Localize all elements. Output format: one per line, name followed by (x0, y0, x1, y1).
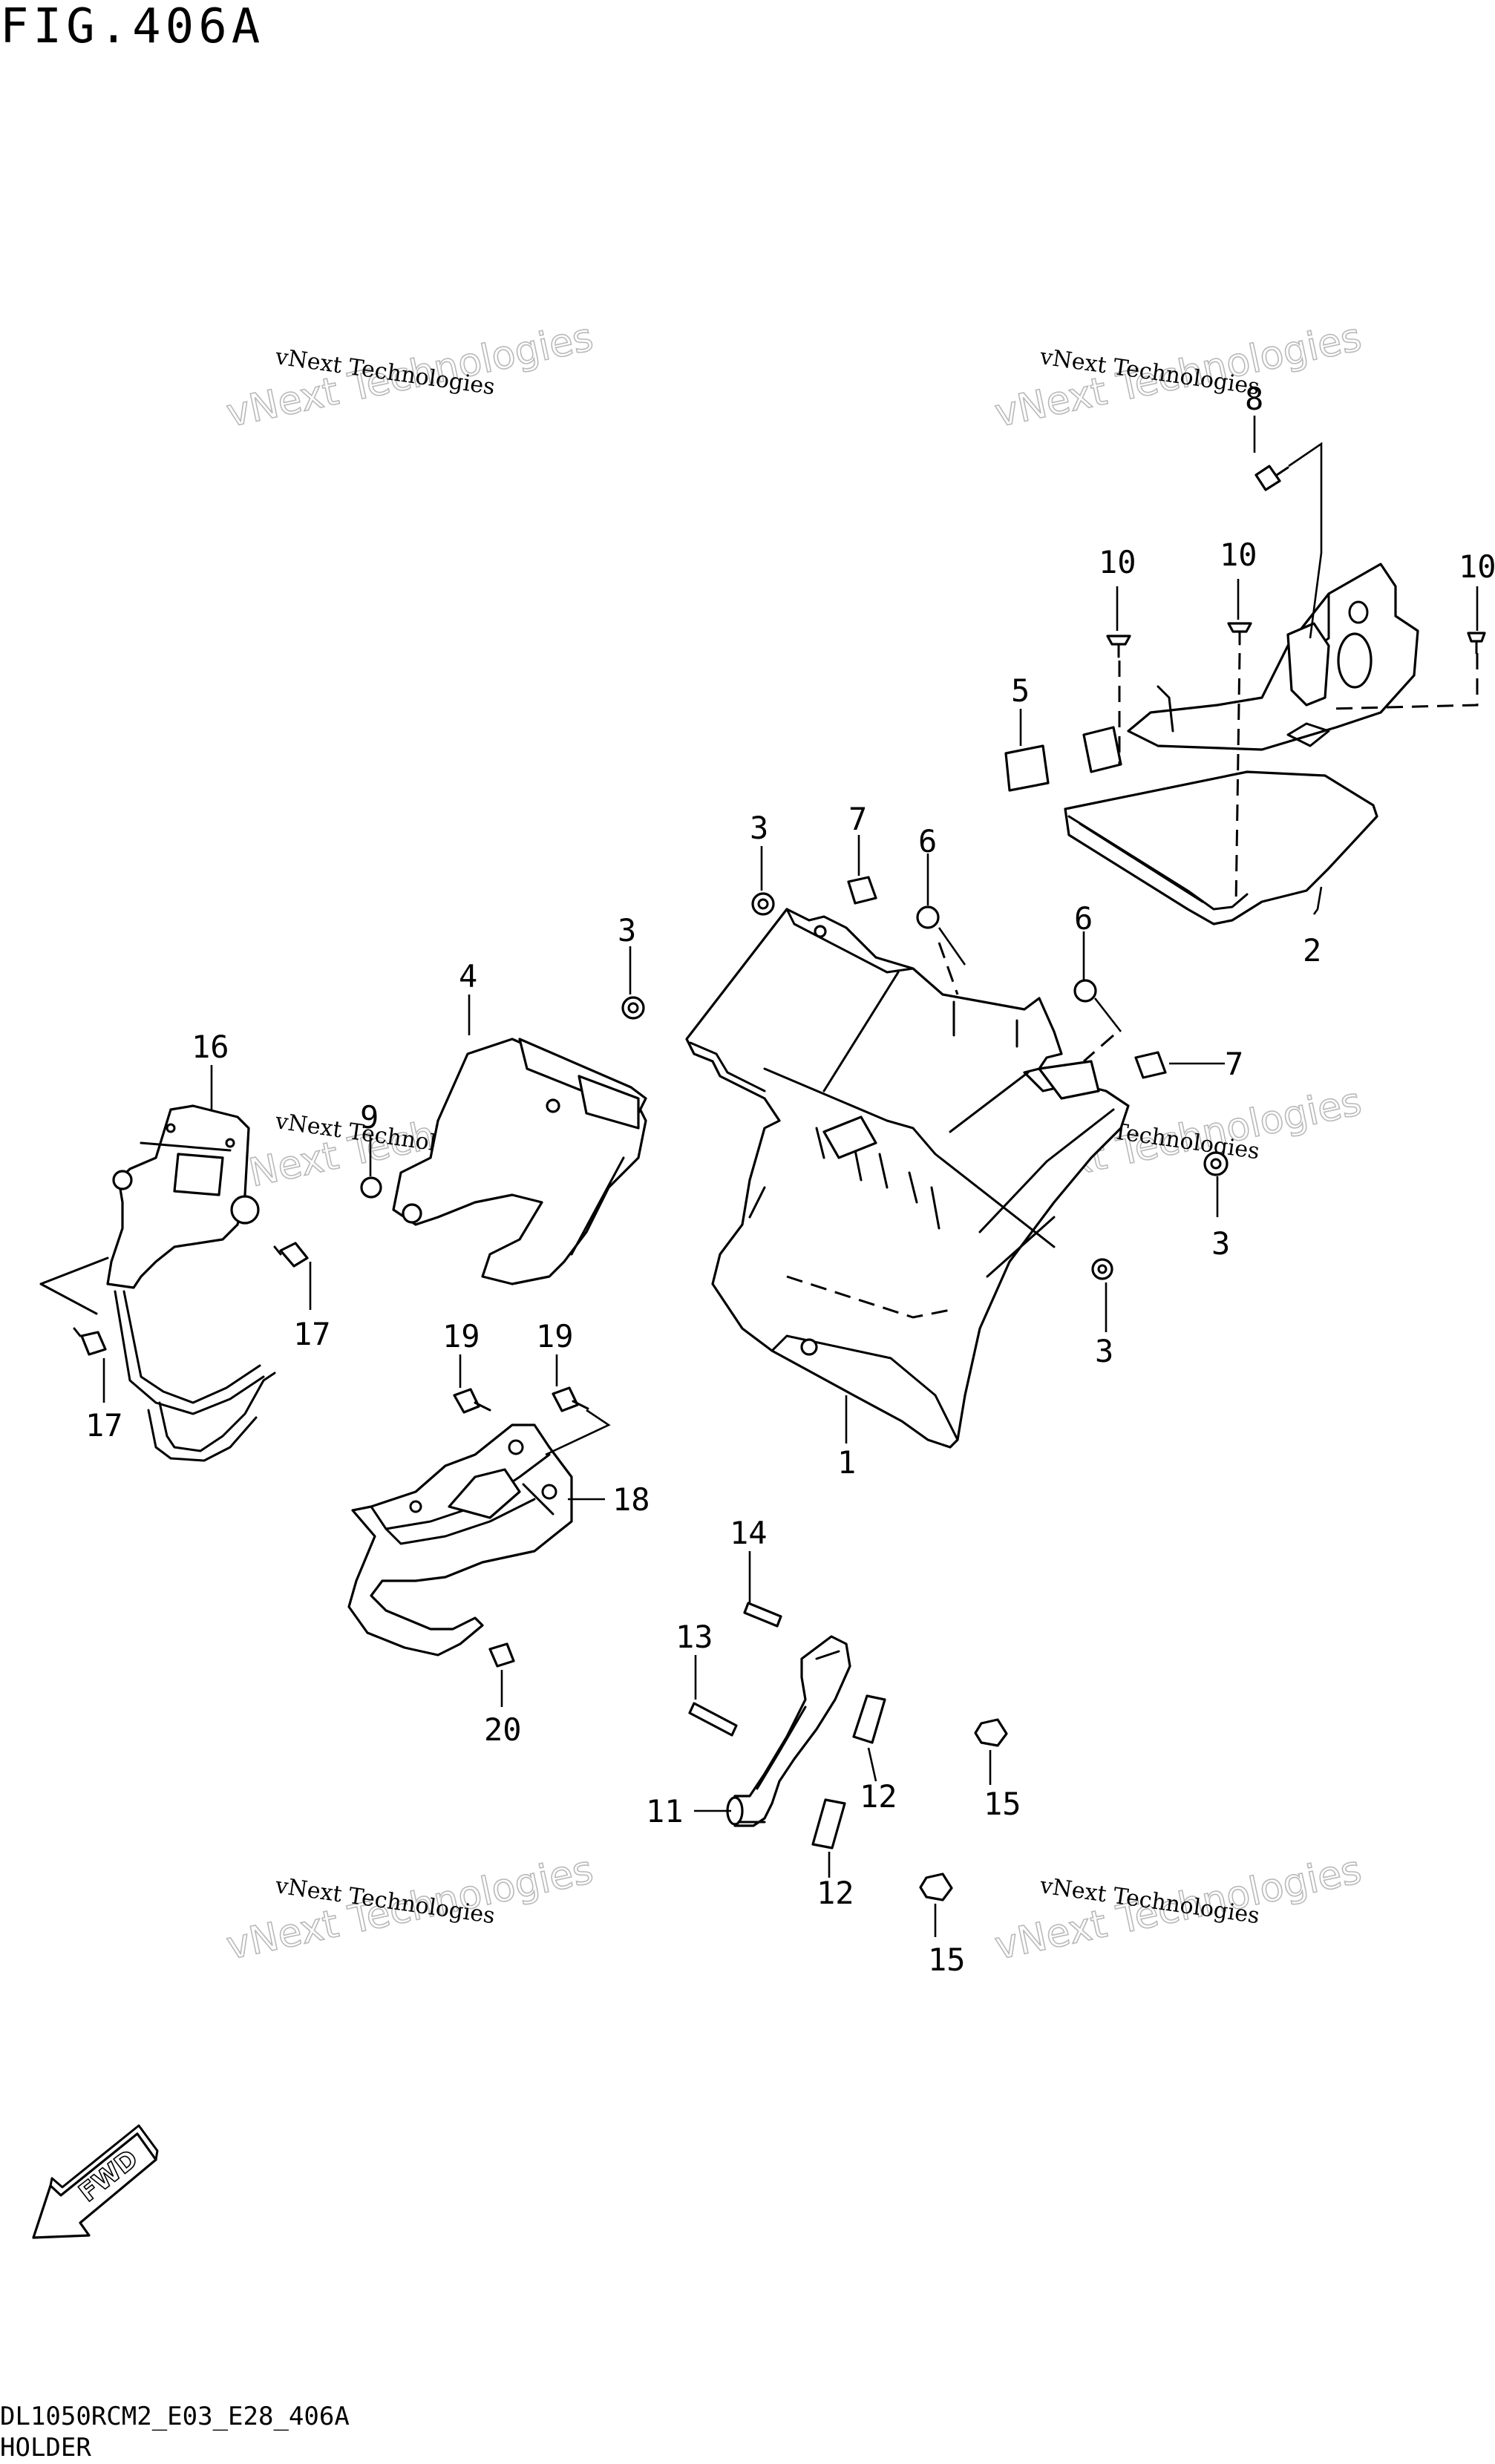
fastener-15a-nut (974, 1718, 1008, 1747)
watermark-bottom-left: vNext Technologies vNext Technologies (222, 1847, 598, 1970)
callout-10: 10 (1459, 548, 1495, 585)
callout-3: 3 (1095, 1333, 1113, 1369)
fastener-20-bolt (488, 1642, 515, 1668)
fastener-7b-nut (1134, 1051, 1167, 1079)
part-16-bracket (39, 1104, 276, 1462)
callout-1: 1 (837, 1444, 856, 1481)
watermark-top-right: vNext Technologies vNext Technologies (990, 315, 1366, 437)
section-name: HOLDER (0, 2433, 91, 2463)
callout-16: 16 (192, 1029, 229, 1065)
callout-6: 6 (1074, 900, 1093, 937)
figure-title: FIG.406A (0, 0, 265, 54)
callout-10: 10 (1099, 544, 1136, 580)
fastener-9-grommet (360, 1176, 382, 1199)
watermark-top-left: vNext Technologies vNext Technologies (222, 315, 598, 437)
fastener-17a-bolt (273, 1242, 309, 1268)
fastener-3c-bolt (1203, 1151, 1229, 1176)
callout-5: 5 (1011, 672, 1030, 709)
fastener-3d-bolt (1091, 1258, 1113, 1280)
fastener-3b-bolt (621, 996, 645, 1020)
callout-2: 2 (1303, 932, 1321, 969)
callout-14: 14 (730, 1515, 768, 1551)
callout-12: 12 (860, 1778, 897, 1815)
callout-3: 3 (750, 810, 768, 846)
callout-10: 10 (1220, 537, 1257, 573)
part-5-pad (1004, 744, 1050, 792)
fastener-15b-nut (919, 1872, 953, 1901)
callout-18: 18 (612, 1481, 650, 1518)
part-12-pad-lower (811, 1798, 846, 1849)
callout-20: 20 (484, 1711, 522, 1748)
fastener-19a-bolt (453, 1388, 491, 1414)
fastener-6a-grommet (916, 905, 940, 929)
callout-7: 7 (848, 801, 867, 837)
fastener-19b-bolt (552, 1386, 589, 1412)
fastener-14-stud (743, 1602, 782, 1628)
callout-6: 6 (918, 823, 937, 859)
fastener-8-screw (1254, 465, 1289, 491)
part-18-bracket (347, 1423, 573, 1657)
fastener-17b-bolt (73, 1327, 107, 1356)
part-1-holder (685, 908, 1130, 1449)
fastener-10b-screw (1227, 622, 1252, 646)
callout-12: 12 (817, 1875, 854, 1911)
callout-3: 3 (618, 912, 636, 948)
fastener-13-stud (688, 1702, 738, 1737)
callout-4: 4 (459, 958, 477, 995)
callout-11: 11 (646, 1793, 684, 1829)
callout-labels: 1 2 3 3 3 3 4 5 6 6 7 7 8 9 10 10 10 11 … (85, 381, 1495, 1978)
callout-8: 8 (1245, 381, 1263, 417)
callout-15: 15 (928, 1942, 966, 1978)
callout-9: 9 (360, 1099, 379, 1136)
fastener-10a-screw (1106, 635, 1131, 658)
fastener-7a-nut (847, 876, 877, 905)
fastener-6b-grommet (1073, 979, 1097, 1003)
callout-15: 15 (984, 1786, 1021, 1822)
fastener-10c-screw (1467, 632, 1486, 655)
callout-17: 17 (85, 1407, 123, 1444)
callout-19: 19 (536, 1318, 574, 1354)
callout-17: 17 (293, 1316, 331, 1352)
model-code: DL1050RCM2_E03_E28_406A (0, 2402, 350, 2431)
fwd-arrow: FWD (32, 2124, 159, 2239)
part-2-cover (1064, 563, 1479, 925)
part-11-strap (726, 1635, 851, 1827)
callout-7: 7 (1225, 1046, 1243, 1082)
fastener-3a-bolt (751, 892, 775, 916)
watermark-bottom-right: vNext Technologies vNext Technologies (990, 1847, 1366, 1970)
callout-3: 3 (1211, 1225, 1230, 1262)
callout-19: 19 (442, 1318, 480, 1354)
part-12-pad-upper (852, 1694, 886, 1744)
callout-13: 13 (675, 1619, 713, 1655)
leader-lines (102, 416, 1479, 1937)
part-4-bracket (392, 1038, 647, 1285)
